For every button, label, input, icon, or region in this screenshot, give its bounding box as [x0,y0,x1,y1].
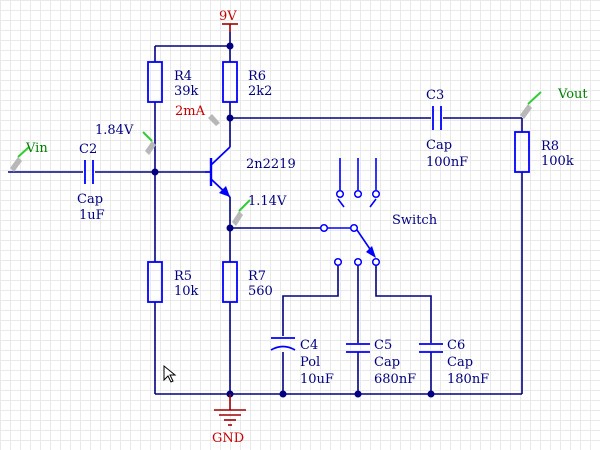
probe-flag-icon [145,141,156,155]
port-vin[interactable]: Vin [10,141,48,172]
junction-dot [354,390,362,398]
capacitor-c6[interactable]: C6 Cap 180nF [419,338,489,387]
r4-ref: R4 [174,69,192,84]
power-label: 9V [219,9,237,24]
resistor-r5[interactable]: R5 10k [147,261,199,303]
c5-type: Cap [374,355,400,370]
resistor-r8[interactable]: R8 100k [514,131,574,173]
junction-dot [226,42,234,50]
junction-dot [151,168,159,176]
resistor-r7[interactable]: R7 560 [222,261,273,303]
emitter-voltage-label: 1.14V [248,194,287,209]
resistor-r4[interactable]: R4 39k [147,61,199,103]
wire-sw-c4 [282,265,339,336]
vin-label: Vin [25,141,48,156]
c3-value: 100nF [426,155,468,170]
ground-symbol[interactable]: GND [212,394,246,446]
r7-ref: R7 [248,269,266,284]
capacitor-c4[interactable]: C4 Pol 10uF [270,337,334,387]
r8-value: 100k [541,154,574,169]
probe-flag-icon [208,114,220,126]
emitter-arrow-icon [219,186,230,197]
probe-flag-icon [520,104,532,119]
power-9v-symbol[interactable]: 9V [219,9,238,32]
base-voltage-label: 1.84V [95,123,134,138]
junction-dot [427,390,435,398]
c2-type: Cap [77,192,103,207]
c2-ref: C2 [79,142,97,157]
resistor-r6[interactable]: R6 2k2 [222,61,272,103]
rotary-switch[interactable]: Switch [319,158,438,267]
c6-type: Cap [447,355,473,370]
q1-value: 2n2219 [246,157,296,172]
r6-value: 2k2 [248,84,272,99]
r5-ref: R5 [174,269,192,284]
c6-value: 180nF [447,372,489,387]
probe-base-voltage[interactable]: 1.84V [95,123,156,155]
r6-ref: R6 [248,69,266,84]
probe-collector-current[interactable]: 2mA [175,104,220,126]
r8-ref: R8 [541,139,559,154]
r5-value: 10k [174,284,199,299]
capacitor-c5[interactable]: C5 Cap 680nF [346,338,416,387]
junction-dot [226,114,234,122]
mouse-cursor-icon [163,364,177,383]
c3-ref: C3 [426,88,444,103]
c4-type: Pol [300,355,320,370]
switch-arrow-icon [366,246,376,258]
c2-value: 1uF [79,208,105,223]
capacitor-c2[interactable]: C2 Cap 1uF [77,142,105,223]
transistor-q1[interactable]: 2n2219 [205,146,296,198]
port-vout[interactable]: Vout [520,87,588,119]
c5-value: 680nF [374,372,416,387]
capacitor-c3[interactable]: C3 Cap 100nF [426,88,468,170]
probe-flag-icon [10,157,22,172]
r4-value: 39k [174,84,199,99]
probe-flag-icon [232,211,243,226]
collector-current-label: 2mA [175,104,206,119]
c6-ref: C6 [447,338,465,353]
c4-value: 10uF [300,372,334,387]
switch-label: Switch [392,213,438,228]
c3-type: Cap [426,138,452,153]
junction-dot [226,224,234,232]
junction-dot [279,390,287,398]
ground-label: GND [212,431,244,446]
c4-ref: C4 [300,338,318,353]
wire-sw-c6 [375,265,432,343]
probe-emitter-voltage[interactable]: 1.14V [232,194,287,226]
r7-value: 560 [248,284,273,299]
c5-ref: C5 [374,338,392,353]
vout-label: Vout [557,87,588,102]
